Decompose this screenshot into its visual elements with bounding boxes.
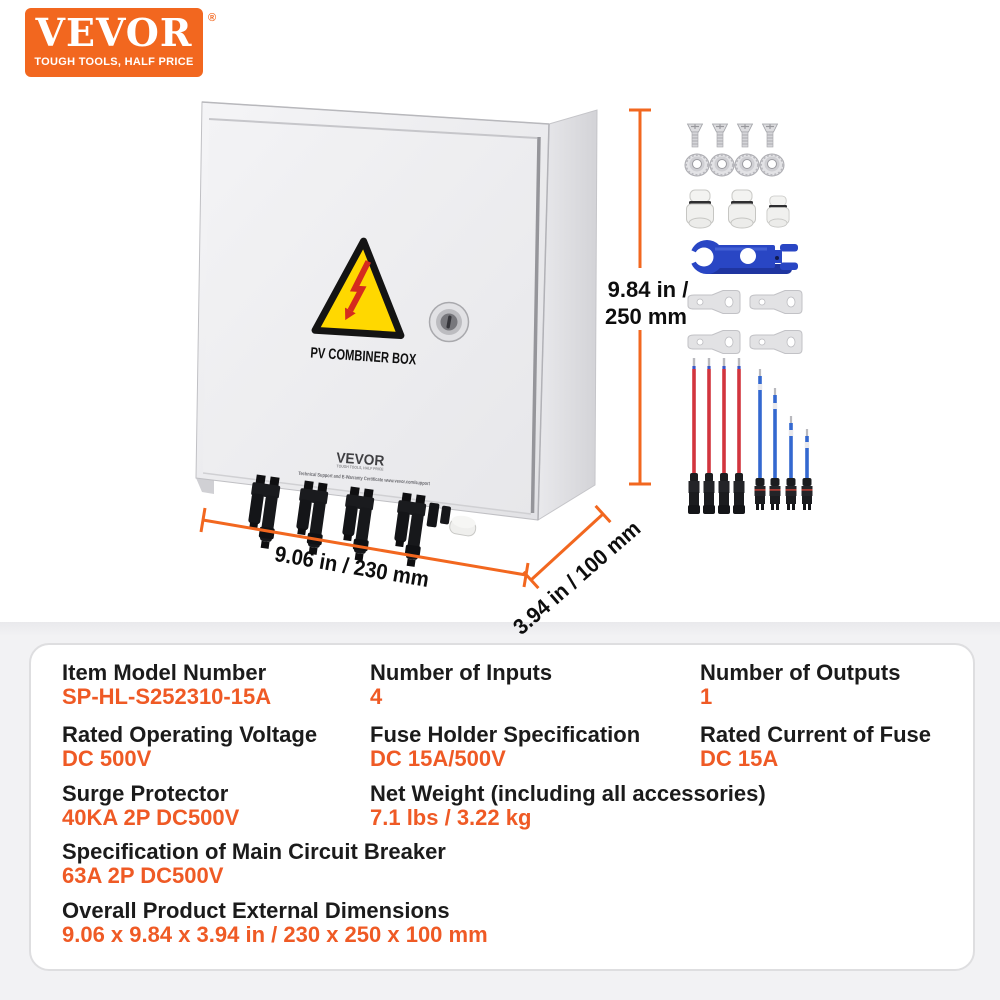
box-warning-label: PV COMBINER BOX: [310, 345, 417, 369]
product-illustration: PV COMBINER BOX VEVOR TOUGH TOOLS, HALF …: [195, 101, 813, 640]
accessory-spanner-wrench: [682, 240, 798, 274]
spec-value: DC 500V: [62, 746, 152, 771]
spec-item-model-number: Item Model Number SP-HL-S252310-15A: [62, 661, 271, 708]
warning-triangle-icon: [311, 237, 405, 340]
door-gap-line: [530, 136, 541, 514]
box-brand-tagline: TOUGH TOOLS, HALF PRICE: [336, 463, 384, 471]
accessory-blue-cables: [754, 369, 813, 510]
spec-value: 9.06 x 9.84 x 3.94 in / 230 x 250 x 100 …: [62, 922, 488, 947]
spec-fuse-holder-specification: Fuse Holder Specification DC 15A/500V: [370, 723, 640, 770]
small-plug: [426, 502, 440, 528]
accessory-red-cables: [688, 358, 745, 514]
registered-trademark-icon: ®: [208, 12, 217, 24]
spec-label: Number of Outputs: [700, 660, 901, 685]
spec-value: 4: [370, 684, 383, 709]
spec-rated-operating-voltage: Rated Operating Voltage DC 500V: [62, 723, 317, 770]
spec-label: Surge Protector: [62, 781, 229, 806]
spec-value: 1: [700, 684, 713, 709]
dimension-height-line1: 9.84 in /: [608, 277, 689, 302]
accessory-washers: [684, 153, 785, 177]
spec-label: Net Weight (including all accessories): [370, 781, 766, 806]
spec-value: SP-HL-S252310-15A: [62, 684, 272, 709]
spec-label: Fuse Holder Specification: [370, 722, 641, 747]
small-plug: [440, 505, 451, 525]
combiner-box: [195, 101, 598, 521]
box-brand-text: VEVOR: [336, 450, 385, 469]
box-mc4-connectors: [248, 474, 477, 567]
spec-card: [29, 643, 975, 971]
spec-label: Number of Inputs: [370, 660, 553, 685]
spec-number-of-inputs: Number of Inputs 4: [370, 661, 552, 708]
bottom-cable-gland: [449, 515, 477, 537]
spec-value: DC 15A/500V: [370, 746, 506, 771]
spec-main-circuit-breaker: Specification of Main Circuit Breaker 63…: [62, 840, 446, 887]
dimension-height-line2: 250 mm: [605, 304, 687, 329]
spec-value: 63A 2P DC500V: [62, 863, 224, 888]
spec-label: Overall Product External Dimensions: [62, 898, 450, 923]
spec-label: Rated Operating Voltage: [62, 722, 318, 747]
accessory-screws: [686, 123, 779, 148]
spec-label: Item Model Number: [62, 660, 267, 685]
spec-surge-protector: Surge Protector 40KA 2P DC500V: [62, 782, 239, 829]
vevor-logo-text: VEVOR: [35, 10, 193, 55]
vevor-logo: VEVOR TOUGH TOOLS, HALF PRICE: [25, 8, 203, 77]
spec-number-of-outputs: Number of Outputs 1: [700, 661, 900, 708]
accessory-cable-glands: [686, 189, 790, 229]
dimension-annotations: [199, 108, 651, 590]
spec-net-weight: Net Weight (including all accessories) 7…: [370, 782, 766, 829]
spec-label: Rated Current of Fuse: [700, 722, 932, 747]
vevor-logo-tagline: TOUGH TOOLS, HALF PRICE: [34, 56, 194, 68]
spec-value: DC 15A: [700, 746, 779, 771]
spec-rated-current-of-fuse: Rated Current of Fuse DC 15A: [700, 723, 931, 770]
spec-overall-dimensions: Overall Product External Dimensions 9.06…: [62, 899, 488, 946]
spec-label: Specification of Main Circuit Breaker: [62, 839, 446, 864]
spec-value: 7.1 lbs / 3.22 kg: [370, 805, 532, 830]
accessory-metal-terminals: [687, 290, 803, 354]
spec-value: 40KA 2P DC500V: [62, 805, 240, 830]
keyhole-lock: [428, 301, 470, 343]
